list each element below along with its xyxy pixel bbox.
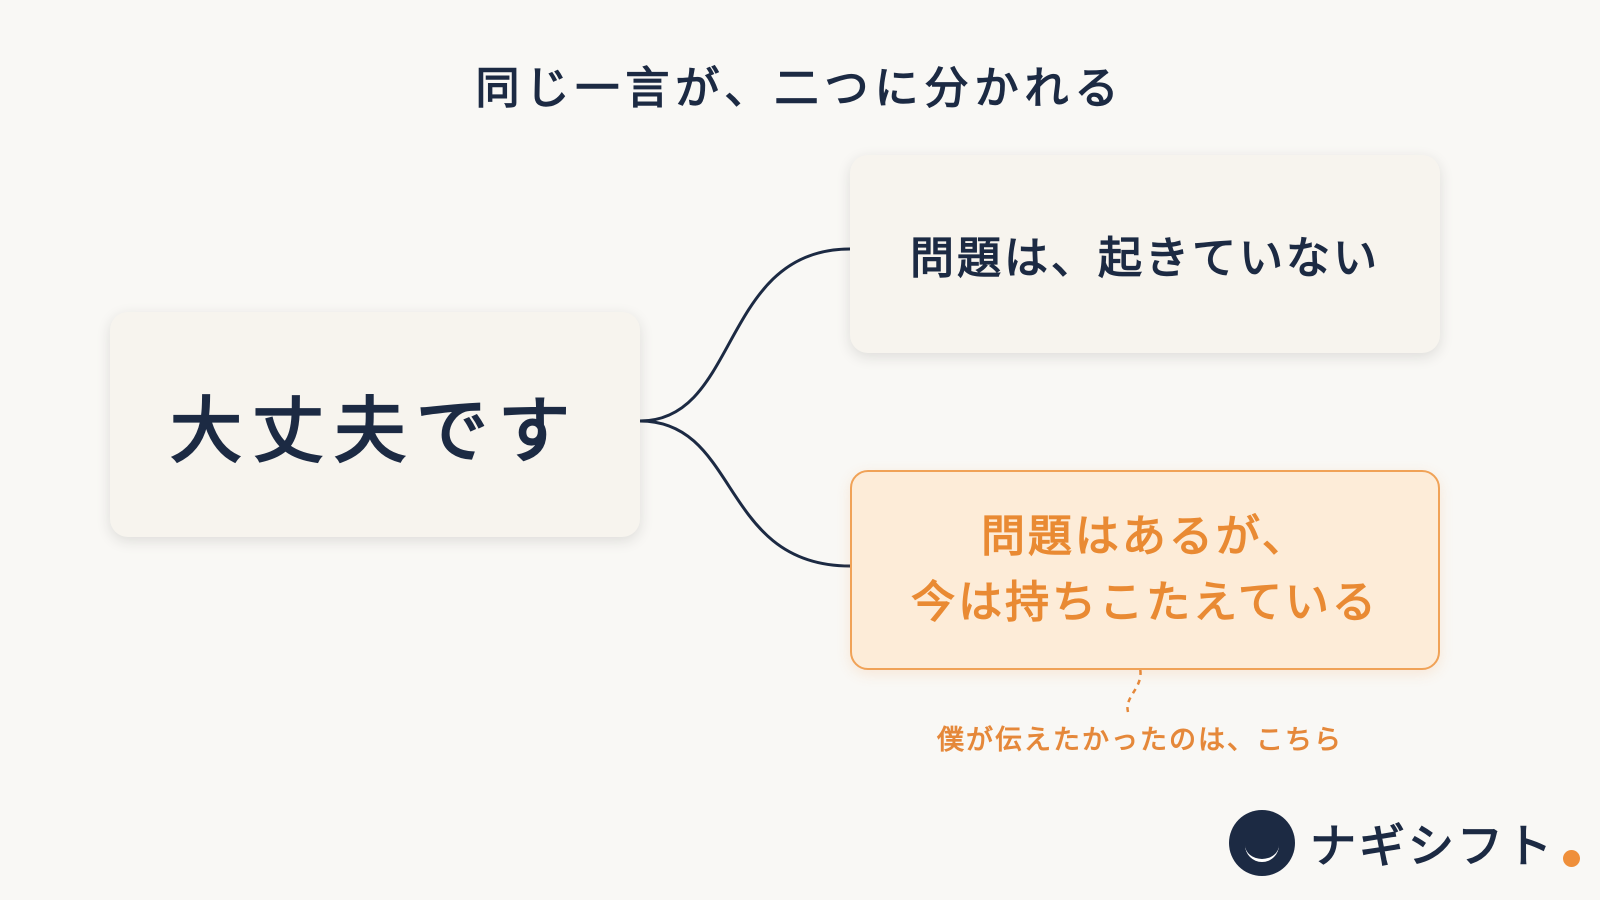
- branch-upper-text: 問題は、起きていない: [910, 233, 1380, 284]
- slide-title: 同じ一言が、二つに分かれる: [475, 63, 1125, 114]
- source-node-text: 大丈夫です: [169, 389, 580, 473]
- annotation-arrow: [1126, 667, 1142, 713]
- crescent-moon-icon: [1229, 810, 1295, 876]
- brand-logo: ナギシフト: [1228, 808, 1580, 878]
- branch-node-upper: 問題は、起きていない: [850, 155, 1440, 353]
- connector-lower: [639, 419, 851, 568]
- branch-node-lower: 問題はあるが、 今は持ちこたえている: [850, 470, 1440, 670]
- branch-lower-line1: 問題はあるが、: [980, 511, 1310, 562]
- brand-name: ナギシフト: [1310, 819, 1555, 873]
- connector-upper: [639, 247, 851, 423]
- branch-lower-line2: 今は持ちこたえている: [911, 577, 1379, 628]
- source-node: 大丈夫です: [110, 312, 640, 537]
- annotation-note: 僕が伝えたかったのは、こちら: [937, 725, 1343, 756]
- brand-dot: [1563, 849, 1580, 867]
